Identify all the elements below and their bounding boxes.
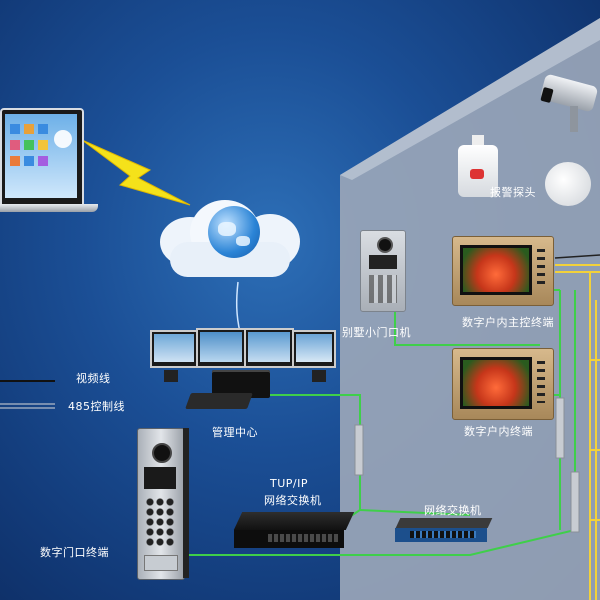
label-tcpip: TUP/IP	[270, 477, 308, 490]
label-tcpip-switch: 网络交换机	[264, 494, 322, 507]
indoor-terminal	[452, 348, 554, 420]
label-management-center: 管理中心	[212, 426, 258, 439]
tcpip-switch	[233, 512, 355, 552]
network-switch	[395, 518, 493, 544]
management-monitors	[150, 326, 340, 386]
cable-segment-right	[555, 397, 565, 459]
label-door-terminal: 数字门口终端	[40, 546, 109, 559]
villa-door-unit	[360, 230, 406, 312]
cable-segment-left	[354, 424, 364, 476]
camera-icon	[152, 443, 172, 463]
label-indoor-terminal: 数字户内终端	[464, 425, 533, 438]
cctv-camera	[539, 73, 600, 136]
smoke-detector	[545, 162, 591, 206]
legend-485-line-label: 485控制线	[68, 400, 125, 413]
wireless-lightning	[81, 139, 191, 206]
indoor-master-terminal	[452, 236, 554, 306]
house-silhouette	[340, 18, 600, 600]
gas-detector	[458, 135, 498, 197]
label-indoor-master: 数字户内主控终端	[462, 316, 554, 329]
internet-cloud	[150, 192, 310, 282]
yellow-wires	[555, 264, 600, 600]
label-network-switch: 网络交换机	[424, 504, 482, 517]
keyboard	[185, 393, 253, 409]
label-villa-door: 别墅小门口机	[342, 326, 411, 339]
camera-icon	[377, 237, 393, 253]
door-terminal	[137, 428, 185, 580]
legend-video-line-label: 视频线	[76, 372, 111, 385]
laptop	[0, 108, 98, 218]
label-alarm-probe: 报警探头	[490, 186, 536, 199]
